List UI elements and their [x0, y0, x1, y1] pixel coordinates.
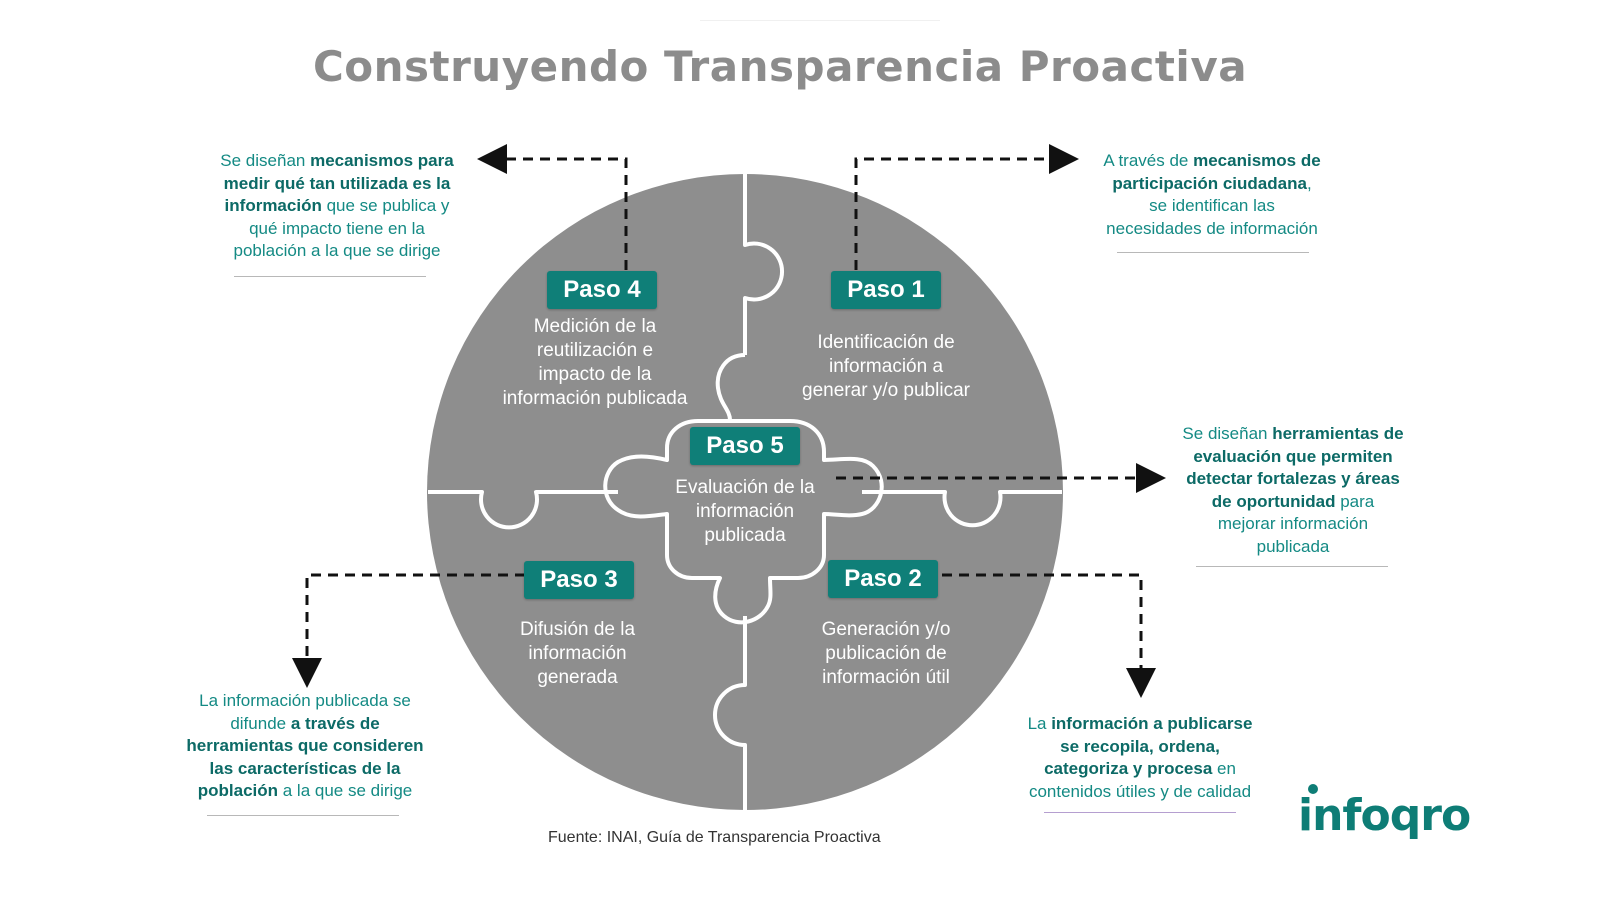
note-paso-1-underline: [1117, 252, 1309, 253]
note-line: necesidades de información: [1072, 218, 1352, 241]
note-run: La: [1027, 714, 1052, 733]
note-line: contenidos útiles y de calidad: [995, 781, 1285, 804]
logo-text: infoqro: [1298, 790, 1471, 841]
paso-1-badge: Paso 1: [831, 271, 941, 309]
seam-right: [862, 490, 1062, 528]
note-run: La información publicada se: [199, 691, 411, 710]
note-run: para: [1335, 491, 1375, 511]
note-paso-3: La información publicada se difunde a tra…: [160, 690, 450, 803]
note-line: qué impacto tiene en la: [192, 218, 482, 241]
note-run: a la que se dirige: [278, 781, 413, 800]
note-line: difunde a través de: [160, 713, 450, 736]
note-paso-4-underline: [234, 276, 426, 277]
note-run: ,: [1306, 173, 1312, 193]
note-line: información que se publica y: [192, 195, 482, 218]
paso-5-badge: Paso 5: [690, 427, 800, 465]
note-paso-5-underline: [1196, 566, 1388, 567]
note-run: Se diseñan: [220, 151, 311, 170]
seam-center-piece: [603, 353, 884, 625]
note-bold-run: herramientas de: [1272, 424, 1404, 443]
note-run: se identifican las: [1149, 196, 1275, 215]
note-bold-run: información a publicarse: [1051, 714, 1253, 733]
note-paso-3-underline: [207, 815, 399, 816]
note-run: necesidades de información: [1106, 218, 1318, 238]
note-line: Se diseñan herramientas de: [1148, 423, 1438, 446]
paso-3-badge: Paso 3: [524, 561, 634, 599]
note-run: qué impacto tiene en la: [249, 218, 425, 238]
note-run: contenidos útiles y de calidad: [1028, 781, 1252, 801]
note-bold-run: detectar fortalezas y áreas: [1186, 469, 1400, 488]
page-title: Construyendo Transparencia Proactiva: [312, 42, 1248, 91]
note-bold-run: categoriza y procesa: [1044, 759, 1213, 778]
paso-4-badge: Paso 4: [547, 271, 657, 309]
puzzle-circle: [427, 174, 1063, 810]
note-line: evaluación que permiten: [1148, 446, 1438, 469]
note-line: medir qué tan utilizada es la: [192, 173, 482, 196]
connector-paso1: [854, 144, 1079, 270]
connector-paso3: [292, 573, 525, 688]
note-line: La información publicada se: [160, 690, 450, 713]
note-bold-run: a través de: [290, 713, 380, 733]
note-run: población a la que se dirige: [233, 241, 441, 260]
note-run: Se diseñan: [1182, 424, 1273, 443]
seam-bottom: [713, 616, 747, 810]
note-bold-run: medir qué tan utilizada es la: [223, 173, 451, 193]
note-line: se identifican las: [1072, 195, 1352, 218]
note-run: difunde: [230, 713, 291, 733]
seam-top: [743, 174, 784, 355]
note-bold-run: población: [197, 781, 279, 800]
note-line: A través de mecanismos de: [1072, 150, 1352, 173]
note-line: herramientas que consideren: [160, 735, 450, 758]
seam-left: [428, 490, 618, 530]
note-bold-run: se recopila, ordena,: [1060, 736, 1220, 756]
note-line: población a la que se dirige: [192, 240, 482, 263]
note-bold-run: de oportunidad: [1211, 491, 1336, 511]
title-decoration-line: [700, 20, 940, 21]
note-bold-run: mecanismos de: [1193, 151, 1321, 170]
note-line: La información a publicarse: [995, 713, 1285, 736]
note-paso-2-underline: [1044, 812, 1236, 813]
note-line: las características de la: [160, 758, 450, 781]
note-run: que se publica y: [321, 196, 450, 215]
note-run: publicada: [1256, 536, 1330, 556]
note-run: en: [1212, 759, 1236, 778]
note-line: mejorar información: [1148, 513, 1438, 536]
paso-2-badge: Paso 2: [828, 560, 938, 598]
connector-paso2: [942, 573, 1156, 698]
note-run: A través de: [1103, 151, 1194, 170]
note-bold-run: mecanismos para: [310, 151, 454, 170]
note-line: detectar fortalezas y áreas: [1148, 468, 1438, 491]
note-run: mejorar información: [1217, 514, 1369, 533]
note-bold-run: las características de la: [209, 758, 401, 778]
note-line: se recopila, ordena,: [995, 736, 1285, 759]
note-line: participación ciudadana,: [1072, 173, 1352, 196]
note-line: de oportunidad para: [1148, 491, 1438, 514]
note-bold-run: información: [224, 196, 322, 215]
note-line: población a la que se dirige: [160, 780, 450, 803]
infoqro-logo: infoqro: [1298, 784, 1473, 844]
logo-dot-icon: [1308, 784, 1318, 794]
puzzle-seams: [428, 174, 1062, 810]
note-bold-run: evaluación que permiten: [1193, 446, 1393, 466]
note-line: Se diseñan mecanismos para: [192, 150, 482, 173]
connector-paso4: [477, 144, 628, 270]
note-line: publicada: [1148, 536, 1438, 559]
note-line: categoriza y procesa en: [995, 758, 1285, 781]
note-bold-run: herramientas que consideren: [186, 736, 424, 755]
source-caption: Fuente: INAI, Guía de Transparencia Proa…: [548, 829, 881, 846]
note-bold-run: participación ciudadana: [1112, 173, 1307, 193]
